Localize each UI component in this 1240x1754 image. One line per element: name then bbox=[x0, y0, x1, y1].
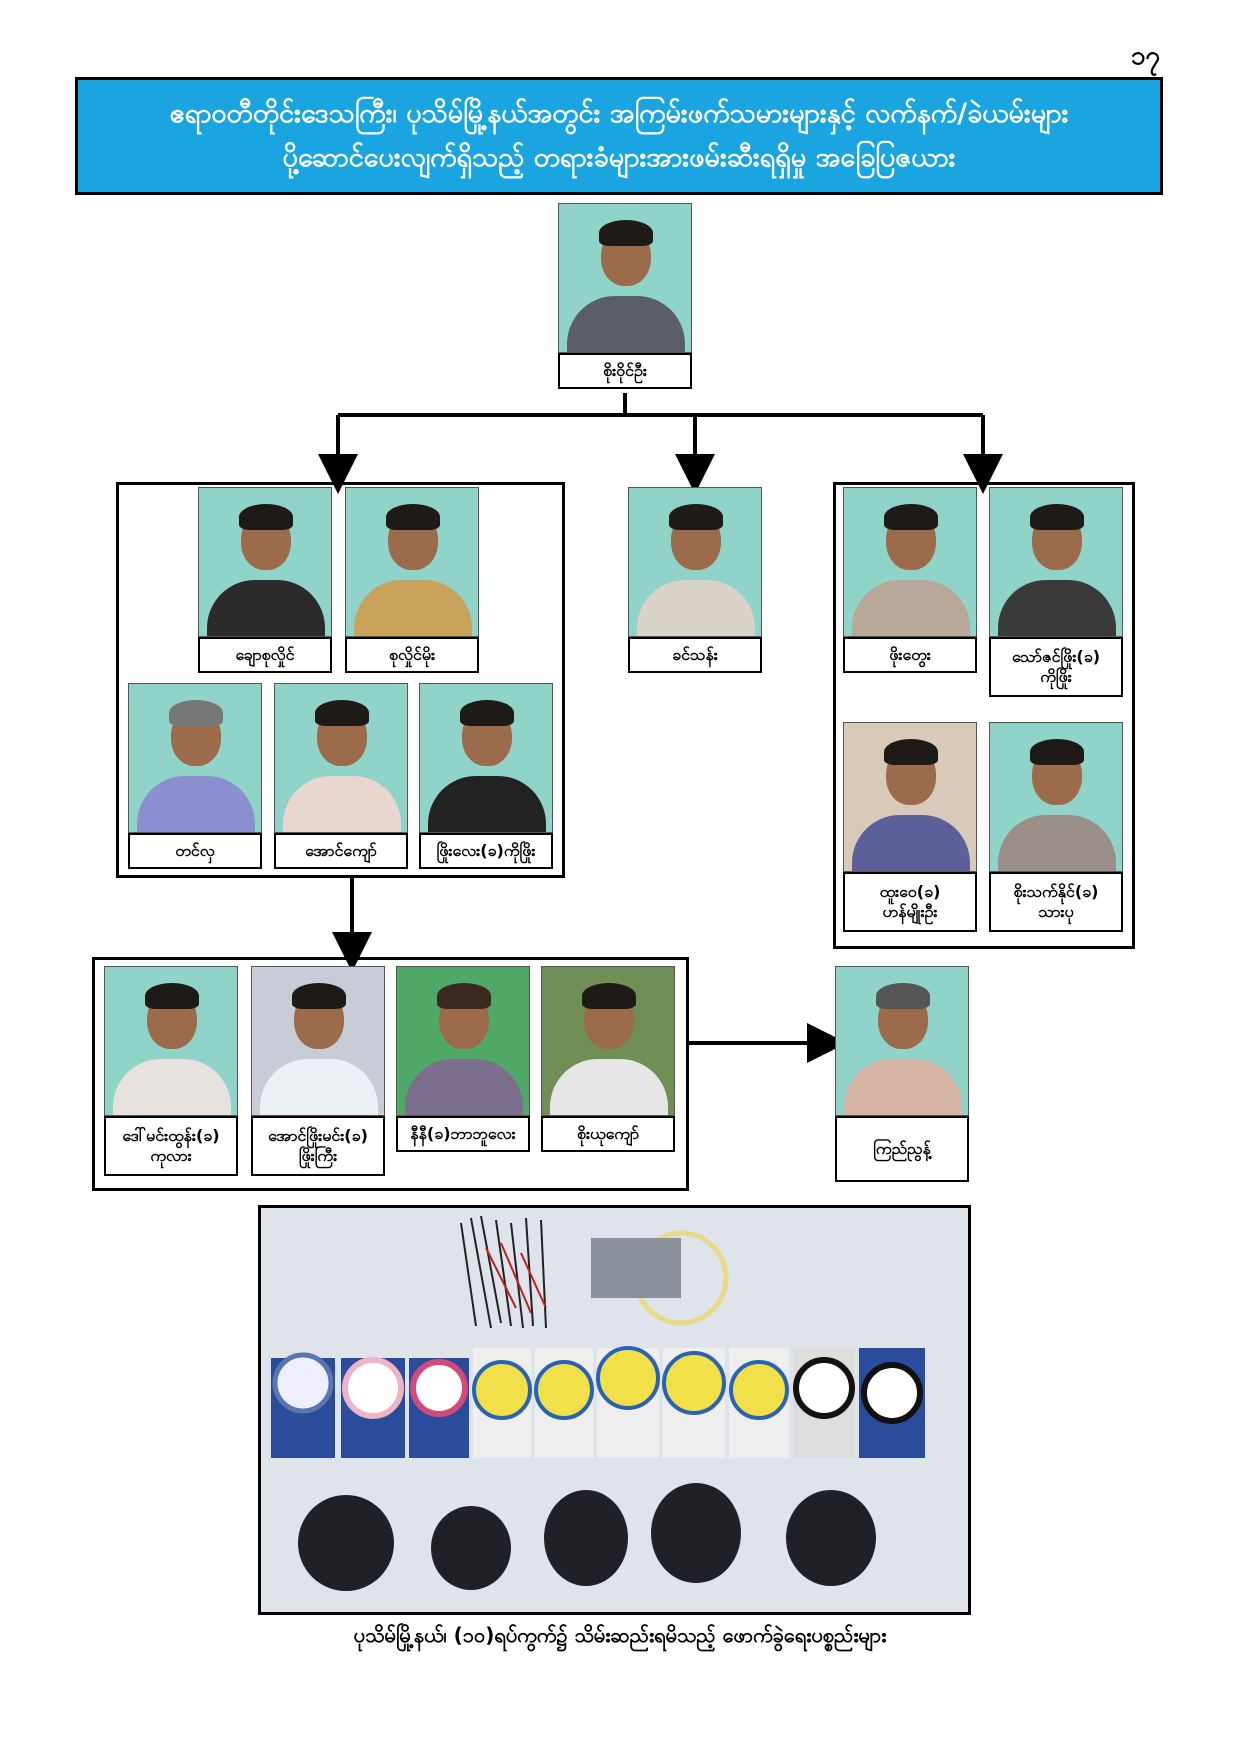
person-name-line-1: ဒေါ်မင်းထွန်း(ခ) bbox=[122, 1126, 220, 1145]
person-photo bbox=[419, 683, 553, 833]
person-name: ခင်သန်း bbox=[628, 637, 762, 673]
group-left-person-3: တင်လှ bbox=[128, 683, 262, 869]
group-bottom bbox=[92, 957, 689, 1191]
group-right-person-3: ထူးဝေ(ခ) ဟန်မျိုးဦး bbox=[843, 722, 977, 932]
title-line-2: ပို့ဆောင်ပေးလျက်ရှိသည့် တရားခံများအားဖမ်… bbox=[282, 142, 956, 173]
person-photo bbox=[128, 683, 262, 833]
person-name: အောင်ဖြိုးမင်း(ခ) ဖြိုးကြီး bbox=[251, 1116, 385, 1176]
group-left-person-4: အောင်ကျော် bbox=[274, 683, 408, 869]
person-name-line-2: ကိုဖြိုး bbox=[1040, 667, 1072, 686]
person-photo bbox=[345, 487, 479, 637]
group-right-person-1: ဖိုးတွေး bbox=[843, 487, 977, 673]
group-left bbox=[116, 482, 565, 878]
group-right bbox=[833, 482, 1135, 949]
person-name-line-1: နီနီ(ခ)ဘာဘူလေး bbox=[410, 1124, 516, 1143]
evidence-caption: ပုသိမ်မြို့နယ်၊ (၁၀)ရပ်ကွက်၌ သိမ်းဆည်းရမ… bbox=[353, 1623, 887, 1647]
person-name: ဖိုးတွေး bbox=[843, 637, 977, 673]
person-name: စုလှိုင်မိုး bbox=[345, 637, 479, 673]
person-photo bbox=[558, 203, 692, 353]
person-photo bbox=[835, 966, 969, 1116]
person-name: အောင်ကျော် bbox=[274, 833, 408, 869]
person-name: ကြည်ညွန့် bbox=[835, 1116, 969, 1182]
person-name: ထူးဝေ(ခ) ဟန်မျိုးဦး bbox=[843, 872, 977, 932]
person-end: ကြည်ညွန့် bbox=[835, 966, 969, 1182]
person-photo bbox=[989, 722, 1123, 872]
person-photo bbox=[843, 722, 977, 872]
title-banner: ဧရာဝတီတိုင်းဒေသကြီး၊ ပုသိမ်မြို့နယ်အတွင်… bbox=[75, 77, 1163, 195]
person-photo bbox=[251, 966, 385, 1116]
person-name-line-1: ထူးဝေ(ခ) bbox=[879, 882, 941, 901]
group-left-person-5: ဖြိုးလေး(ခ)ကိုဖြိုး bbox=[419, 683, 553, 869]
person-center: ခင်သန်း bbox=[628, 487, 762, 673]
group-left-person-1: ချောစုလှိုင် bbox=[198, 487, 332, 673]
person-name-line-1: သော်ဇင်ဖြိုး(ခ) bbox=[1011, 647, 1100, 666]
person-photo bbox=[989, 487, 1123, 637]
person-photo bbox=[198, 487, 332, 637]
group-bottom-person-3: နီနီ(ခ)ဘာဘူလေး bbox=[396, 966, 530, 1152]
person-name: စိုးယုကျော် bbox=[541, 1116, 675, 1152]
person-name-line-1: စိုးယုကျော် bbox=[576, 1124, 640, 1143]
person-name-line-2: ကုလား bbox=[150, 1146, 192, 1165]
group-bottom-person-4: စိုးယုကျော် bbox=[541, 966, 675, 1152]
person-name: စိုးဝိုင်ဦး bbox=[558, 353, 692, 389]
person-name: ချောစုလှိုင် bbox=[198, 637, 332, 673]
person-photo bbox=[541, 966, 675, 1116]
person-photo bbox=[843, 487, 977, 637]
group-left-person-2: စုလှိုင်မိုး bbox=[345, 487, 479, 673]
person-photo bbox=[396, 966, 530, 1116]
title-line-1: ဧရာဝတီတိုင်းဒေသကြီး၊ ပုသိမ်မြို့နယ်အတွင်… bbox=[169, 98, 1069, 129]
person-name: တင်လှ bbox=[128, 833, 262, 869]
group-bottom-person-1: ဒေါ်မင်းထွန်း(ခ) ကုလား bbox=[104, 966, 238, 1176]
person-name-line-1: ဖိုးတွေး bbox=[889, 645, 931, 664]
person-name-line-2: ဟန်မျိုးဦး bbox=[882, 902, 938, 921]
person-name-line-2: သားပု bbox=[1038, 902, 1074, 921]
person-photo bbox=[628, 487, 762, 637]
person-name: ဖြိုးလေး(ခ)ကိုဖြိုး bbox=[419, 833, 553, 869]
person-photo bbox=[104, 966, 238, 1116]
person-name: ဒေါ်မင်းထွန်း(ခ) ကုလား bbox=[104, 1116, 238, 1176]
person-photo bbox=[274, 683, 408, 833]
group-right-person-4: စိုးသက်နိုင်(ခ) သားပု bbox=[989, 722, 1123, 932]
person-name: နီနီ(ခ)ဘာဘူလေး bbox=[396, 1116, 530, 1152]
person-name-line-2: ဖြိုးကြီး bbox=[298, 1146, 338, 1165]
page-number: ၁၇ bbox=[1130, 41, 1160, 71]
group-right-person-2: သော်ဇင်ဖြိုး(ခ) ကိုဖြိုး bbox=[989, 487, 1123, 697]
person-name-line-1: အောင်ဖြိုးမင်း(ခ) bbox=[268, 1126, 368, 1145]
person-name-line-1: စိုးသက်နိုင်(ခ) bbox=[1013, 882, 1099, 901]
person-top: စိုးဝိုင်ဦး bbox=[558, 203, 692, 389]
evidence-photo bbox=[258, 1205, 971, 1615]
person-name: သော်ဇင်ဖြိုး(ခ) ကိုဖြိုး bbox=[989, 637, 1123, 697]
person-name: စိုးသက်နိုင်(ခ) သားပု bbox=[989, 872, 1123, 932]
group-bottom-person-2: အောင်ဖြိုးမင်း(ခ) ဖြိုးကြီး bbox=[251, 966, 385, 1176]
